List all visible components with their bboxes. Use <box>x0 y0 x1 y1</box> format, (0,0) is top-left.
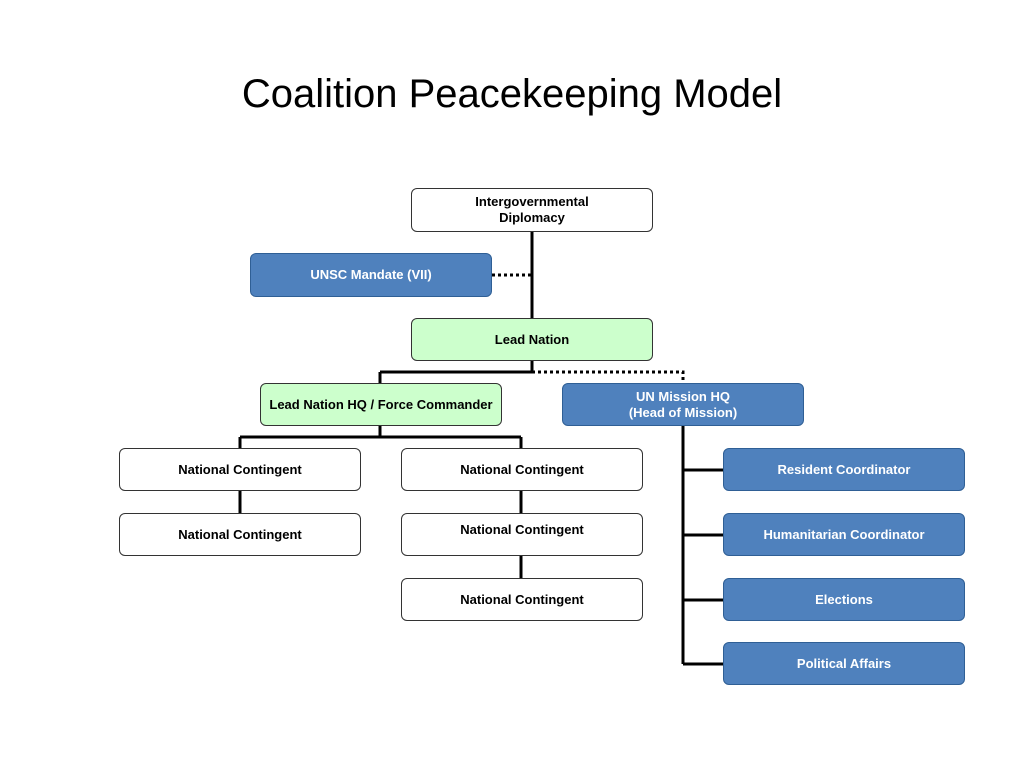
elections-box: Elections <box>723 578 965 621</box>
national-contingent-box: National Contingent <box>401 578 643 621</box>
lead-nation-hq-box: Lead Nation HQ / Force Commander <box>260 383 502 426</box>
political-affairs-box: Political Affairs <box>723 642 965 685</box>
lead-nation-box: Lead Nation <box>411 318 653 361</box>
national-contingent-box: National Contingent <box>119 448 361 491</box>
national-contingent-box: National Contingent <box>401 448 643 491</box>
dotted-connector-un-mission <box>532 370 685 383</box>
page-title: Coalition Peacekeeping Model <box>241 72 783 116</box>
resident-coordinator-box: Resident Coordinator <box>723 448 965 491</box>
humanitarian-coordinator-box: Humanitarian Coordinator <box>723 513 965 556</box>
un-mission-hq-box: UN Mission HQ (Head of Mission) <box>562 383 804 426</box>
unsc-mandate-box: UNSC Mandate (VII) <box>250 253 492 297</box>
national-contingent-box: National Contingent <box>401 513 643 556</box>
intergovernmental-diplomacy-box: Intergovernmental Diplomacy <box>411 188 653 232</box>
national-contingent-box: National Contingent <box>119 513 361 556</box>
